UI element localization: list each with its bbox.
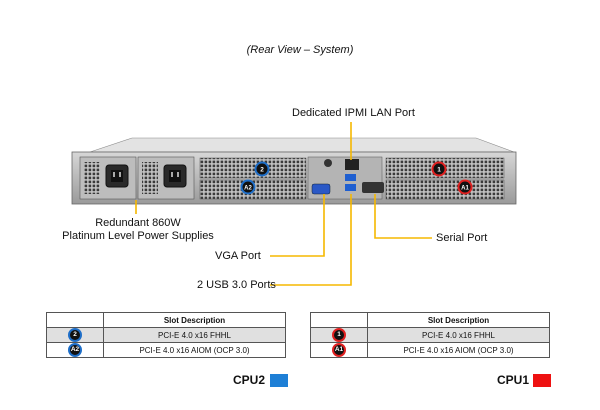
slot-desc: PCI-E 4.0 x16 FHHL — [103, 327, 286, 343]
slot-desc: PCI-E 4.0 x16 AIOM (OCP 3.0) — [103, 342, 286, 358]
right-table-header-row: Slot Description — [310, 312, 550, 328]
right-table-header: Slot Description — [367, 312, 550, 328]
vga-callout-line — [270, 194, 325, 257]
vga-port-label: VGA Port — [215, 250, 261, 262]
marker-slot-a2: A2 — [240, 179, 256, 195]
left-slot-table: Slot Description 2 PCI-E 4.0 x16 FHHL A2… — [46, 312, 286, 358]
cpu1-legend-label: CPU1 — [497, 373, 530, 387]
power-supply-2 — [137, 156, 195, 200]
table-row: 2 PCI-E 4.0 x16 FHHL — [46, 327, 286, 343]
slot-badge: 2 — [68, 328, 82, 342]
marker-slot-a2-label: A2 — [244, 186, 252, 192]
cpu2-legend-swatch — [270, 374, 288, 387]
io-panel — [307, 156, 384, 200]
slot-desc: PCI-E 4.0 x16 AIOM (OCP 3.0) — [367, 342, 550, 358]
left-table-blank-header — [46, 312, 104, 328]
table-row: 1 PCI-E 4.0 x16 FHHL — [310, 327, 550, 343]
slot-badge: A2 — [68, 343, 82, 357]
marker-slot-a1-label: A1 — [461, 186, 469, 192]
serial-port-label: Serial Port — [436, 232, 488, 244]
marker-slot-1-label: 1 — [437, 167, 441, 174]
ipmi-port-label: Dedicated IPMI LAN Port — [292, 107, 415, 119]
cpu2-legend-label: CPU2 — [233, 373, 266, 387]
slot-badge: A1 — [332, 343, 346, 357]
table-row: A2 PCI-E 4.0 x16 AIOM (OCP 3.0) — [46, 342, 286, 358]
table-row: A1 PCI-E 4.0 x16 AIOM (OCP 3.0) — [310, 342, 550, 358]
rear-view-caption: (Rear View – System) — [246, 44, 354, 56]
usb-callout-line — [270, 194, 352, 286]
marker-slot-a1: A1 — [457, 179, 473, 195]
pcie-slot-2 — [199, 157, 307, 179]
left-table-header: Slot Description — [103, 312, 286, 328]
slot-desc: PCI-E 4.0 x16 FHHL — [367, 327, 550, 343]
marker-slot-2-label: 2 — [260, 167, 264, 174]
psu-label-line2: Platinum Level Power Supplies — [62, 230, 214, 242]
psu-label-line1: Redundant 860W — [95, 217, 181, 229]
marker-slot-2: 2 — [254, 161, 270, 177]
serial-callout-line — [374, 194, 432, 239]
marker-slot-1: 1 — [431, 161, 447, 177]
psu-label: Redundant 860W Platinum Level Power Supp… — [58, 217, 218, 243]
cpu1-legend-swatch — [533, 374, 551, 387]
callout-lines — [135, 122, 432, 286]
usb-ports-label: 2 USB 3.0 Ports — [197, 279, 276, 291]
power-supply-1 — [79, 156, 137, 200]
chassis-top — [89, 137, 515, 153]
right-slot-table: Slot Description 1 PCI-E 4.0 x16 FHHL A1… — [310, 312, 550, 358]
slot-badge: 1 — [332, 328, 346, 342]
aiom-slot-a1 — [385, 179, 505, 200]
left-table-header-row: Slot Description — [46, 312, 286, 328]
right-table-blank-header — [310, 312, 368, 328]
